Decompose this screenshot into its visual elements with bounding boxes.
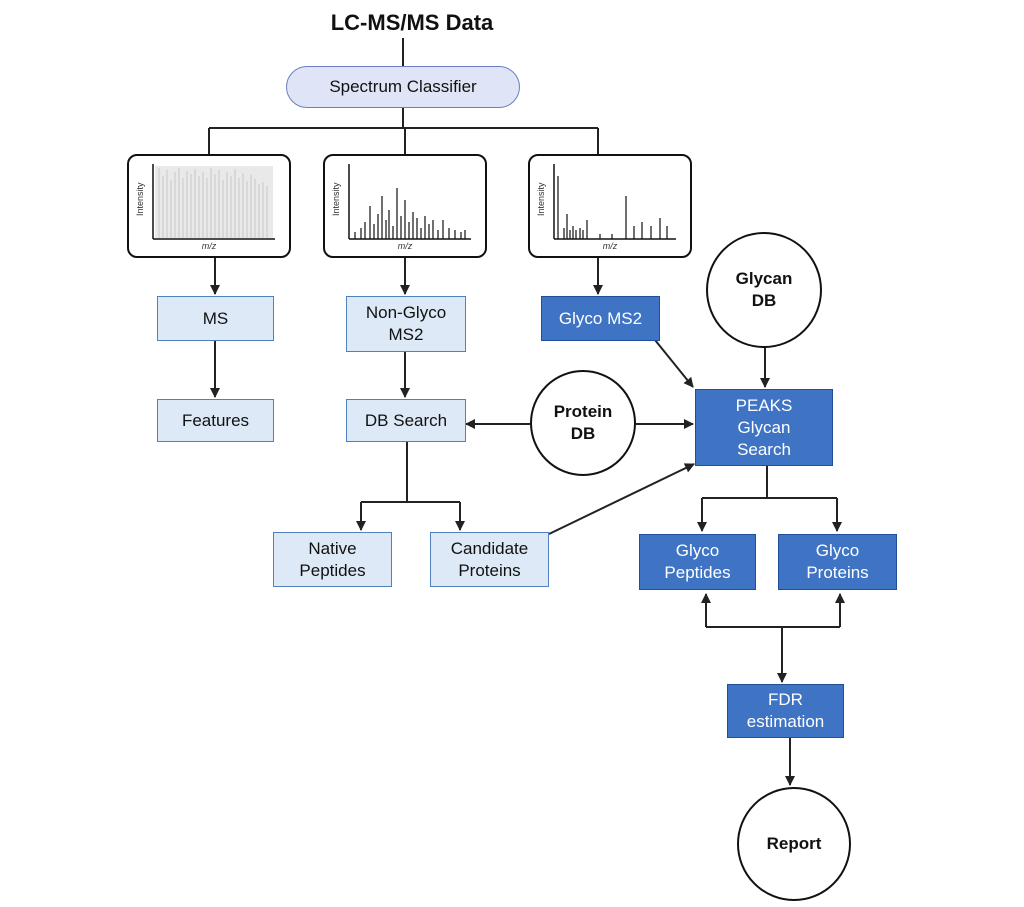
report-node: Report xyxy=(737,787,851,901)
ms-node: MS xyxy=(157,296,274,341)
protein-db-node: Protein DB xyxy=(530,370,636,476)
edge-glycoms2-peaks xyxy=(654,339,694,388)
spectrum-panel-nonglyco: Intensity m/z xyxy=(323,154,487,258)
protein-db-label: Protein DB xyxy=(553,402,613,443)
diagram-title: LC-MS/MS Data xyxy=(330,10,494,35)
fdr-estimation-node: FDR estimation xyxy=(727,684,844,738)
peaks-glycan-search-node: PEAKS Glycan Search xyxy=(695,389,833,466)
non-glyco-ms2-node: Non-Glyco MS2 xyxy=(346,296,466,352)
spectrum-ms1-xlabel: m/z xyxy=(201,241,217,251)
ms-label: MS xyxy=(202,308,229,328)
peaks-glycan-search-label: PEAKS Glycan Search xyxy=(735,395,793,459)
spectrum-nonglyco-xlabel: m/z xyxy=(397,241,413,251)
edge-candidate-peaks xyxy=(548,463,695,535)
native-peptides-node: Native Peptides xyxy=(273,532,392,587)
report-label: Report xyxy=(766,834,822,853)
features-label: Features xyxy=(181,410,250,430)
glyco-proteins-node: Glyco Proteins xyxy=(778,534,897,590)
glycan-db-label: Glycan DB xyxy=(735,269,793,310)
non-glyco-ms2-label: Non-Glyco MS2 xyxy=(365,303,447,344)
spectrum-panel-glyco: Intensity m/z xyxy=(528,154,692,258)
spectrum-ms1-plot xyxy=(152,164,275,240)
glyco-proteins-label: Glyco Proteins xyxy=(806,541,869,582)
spectrum-glyco-xlabel: m/z xyxy=(602,241,618,251)
spectrum-panel-ms1: Intensity m/z xyxy=(127,154,291,258)
spectrum-classifier-node: Spectrum Classifier xyxy=(286,66,520,108)
spectrum-classifier-label: Spectrum Classifier xyxy=(329,77,477,96)
spectrum-glyco-plot xyxy=(553,164,676,240)
features-node: Features xyxy=(157,399,274,442)
candidate-proteins-label: Candidate Proteins xyxy=(450,538,529,580)
candidate-proteins-node: Candidate Proteins xyxy=(430,532,549,587)
spectrum-nonglyco-plot xyxy=(348,164,471,240)
glyco-ms2-label: Glyco MS2 xyxy=(558,308,643,328)
db-search-label: DB Search xyxy=(364,410,448,430)
fdr-estimation-label: FDR estimation xyxy=(746,690,825,731)
glyco-ms2-node: Glyco MS2 xyxy=(541,296,660,341)
db-search-node: DB Search xyxy=(346,399,466,442)
glycan-db-node: Glycan DB xyxy=(706,232,822,348)
glyco-peptides-label: Glyco Peptides xyxy=(664,541,731,582)
glyco-peptides-node: Glyco Peptides xyxy=(639,534,756,590)
native-peptides-label: Native Peptides xyxy=(299,538,366,580)
